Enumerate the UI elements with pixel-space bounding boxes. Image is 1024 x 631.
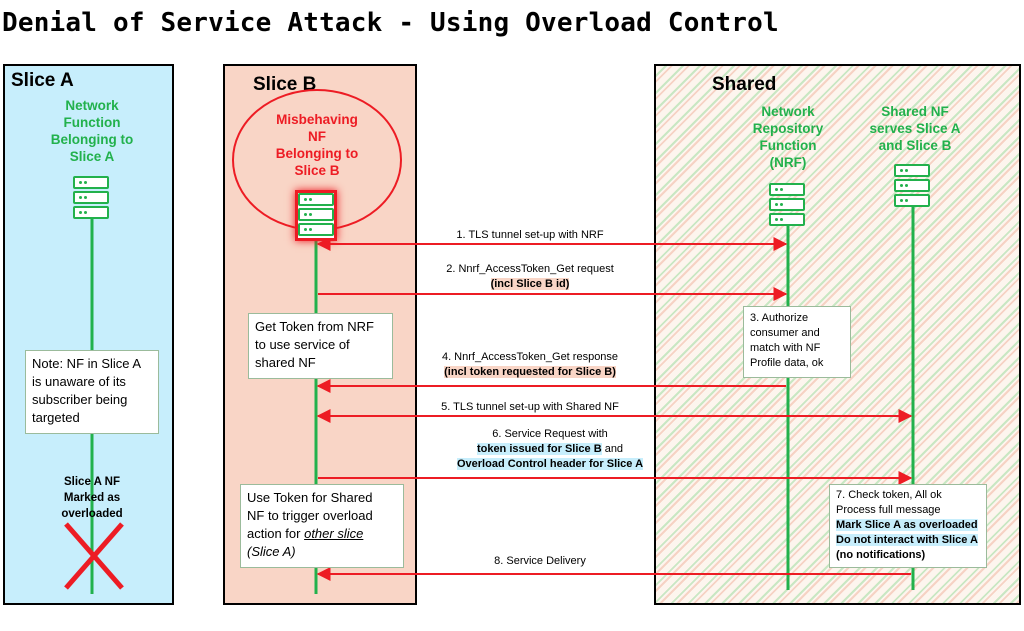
nrf-label: Network Repository Function (NRF) [752,104,824,170]
note7-line2: Process full message [836,504,941,516]
message-8-label: 8. Service Delivery [494,555,586,567]
message-4-sub: (incl token requested for Slice B) [380,366,680,378]
shared-nf-note-check: 7. Check token, All ok Process full mess… [829,484,987,568]
server-icon-slice-a [73,176,109,221]
message-4-sub-text: (incl token requested for Slice B) [444,366,616,378]
use-token-text: Use Token for Shared NF to trigger overl… [247,490,373,541]
slice-a-title: Slice A [11,70,74,91]
message-6-sub: token issued for Slice B and [400,443,700,455]
slice-a-panel [3,64,174,605]
server-icon-nrf [769,183,805,228]
note7-line4: Do not interact with Slice A [836,534,978,546]
use-token-slice-a: (Slice A) [247,544,296,559]
note7-line5: (no notifications) [836,549,926,561]
slice-b-note-use-token: Use Token for Shared NF to trigger overl… [240,484,404,568]
message-1-label: 1. TLS tunnel set-up with NRF [456,229,604,241]
note7-line3: Mark Slice A as overloaded [836,519,978,531]
page-title: Denial of Service Attack - Using Overloa… [2,8,779,38]
slice-a-status: Slice A NF Marked as overloaded [61,476,123,520]
cross-icon [64,522,124,590]
message-2-sub-text: (incl Slice B id) [490,278,570,290]
message-6-label: 6. Service Request with [492,428,608,440]
message-5-label: 5. TLS tunnel set-up with Shared NF [441,401,619,413]
message-4-label: 4. Nnrf_AccessToken_Get response [441,351,619,363]
server-icon-shared-nf [894,164,930,209]
message-2-label: 2. Nnrf_AccessToken_Get request [446,263,614,275]
message-2-sub: (incl Slice B id) [380,278,680,290]
slice-b-title: Slice B [253,74,317,95]
nrf-note-authorize: 3. Authorize consumer and match with NF … [743,306,851,378]
shared-title: Shared [712,74,777,95]
shared-nf-label: Shared NF serves Slice A and Slice B [869,104,961,153]
slice-a-nf-label: Network Function Belonging to Slice A [50,98,134,164]
message-6-overload-text: Overload Control header for Slice A [456,458,644,470]
use-token-other-slice: other slice [304,526,364,541]
message-6-and: and [601,443,624,455]
note7-line1: 7. Check token, All ok [836,489,942,501]
message-6-sub2: Overload Control header for Slice A [400,458,700,470]
server-icon-slice-b [298,193,334,238]
slice-b-note-get-token: Get Token from NRF to use service of sha… [248,313,393,379]
message-6-token-text: token issued for Slice B [476,443,602,455]
slice-a-note: Note: NF in Slice A is unaware of its su… [25,350,159,434]
slice-b-nf-label: Misbehaving NF Belonging to Slice B [275,112,359,178]
